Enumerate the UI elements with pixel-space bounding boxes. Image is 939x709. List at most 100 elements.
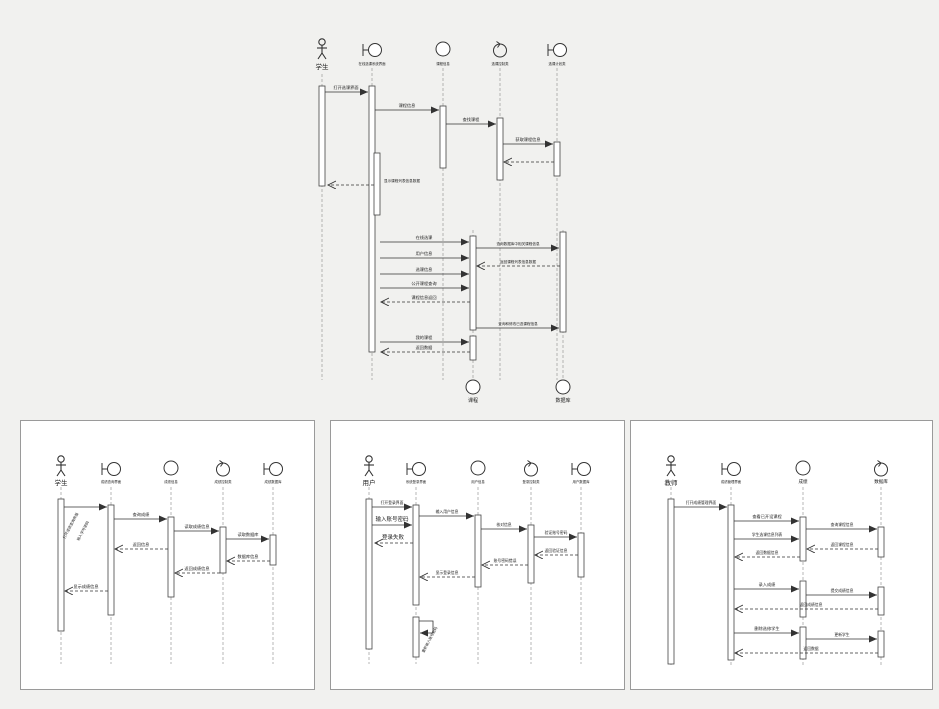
message-label: 返回课程列表信息数据 [500,259,536,264]
activation-bar [107,504,115,616]
entity-icon [470,460,486,476]
activation-bar [474,514,482,588]
message-label: 我的课程 [416,334,434,341]
lifeline-label: 系统登录界面 [406,479,427,484]
message-label: 获取课程信息 [515,136,540,143]
sequence-diagram-grade-query: 打开成绩查询界面 输入学号密码 查询成绩 读取成绩信息 读取数据库 返回信息 数… [55,455,283,664]
entity-icon [795,460,811,476]
message-label: 返回信息 [133,541,150,548]
activation-bar [799,580,807,618]
lifeline-label: 课程信息 [436,61,450,66]
lifeline-label: 成绩控制类 [215,479,233,484]
message-label: 显示课程列表信息数据 [384,178,420,183]
lifeline-label: 成绩数据库 [265,479,283,484]
message-label: 输入学号密码 [75,520,90,542]
message-label: 删除选修学生 [754,625,779,632]
message-label: 查询成绩 [133,511,151,518]
activation-bar [469,335,477,361]
lifeline-label: 用户信息 [471,479,485,484]
activation-bar [496,117,504,181]
message-label: 打开登录界面 [381,500,404,505]
entity-icon [465,379,481,395]
control-icon [493,41,507,58]
panel-teacher-grade-management: 打开成绩管理界面 查看已开设课程 查询课程信息 学生选课信息列表 返回课程信息 … [630,420,933,690]
lifeline-label: 在线选课系统界面 [358,61,386,66]
activation-bar [269,534,277,566]
message-label: 课程信息 [399,102,416,109]
message-label: 查看已开设课程 [752,513,782,520]
activation-bar [318,85,326,187]
message-label: 读取数据库 [238,531,259,538]
message-label: 核对信息 [496,522,511,527]
actor-icon [55,455,67,477]
activation-bar [799,516,807,562]
lifeline-label: 登录控制类 [523,479,541,484]
sequence-diagram-teacher: 打开成绩管理界面 查看已开设课程 查询课程信息 学生选课信息列表 返回课程信息 … [665,455,888,666]
actor-icon [665,455,677,477]
control-icon [874,460,888,477]
message-label: 打开成绩管理界面 [686,500,717,505]
boundary-icon [721,462,741,476]
boundary-icon [547,43,567,57]
activation-bar [553,141,561,177]
message-label: 学生选课信息列表 [752,532,783,537]
lifeline-label: 数据库 [874,478,888,485]
lifeline-label: 学生 [55,478,69,487]
activation-bar [469,235,477,331]
message-label: 返回成绩信息 [800,602,823,607]
activation-bar [57,498,65,632]
message-label: 录入成绩 [759,581,777,588]
entity-icon [435,41,451,57]
message-label: 查询数据库中相关课程信息 [496,241,540,246]
message-label: 读取成绩信息 [184,523,209,530]
activation-bar [799,626,807,660]
message-label: 显示成绩信息 [73,583,98,590]
message-label: 重新输入账号密码 [420,625,438,653]
lifeline-label: 教师 [665,478,679,487]
activation-bar [412,616,420,658]
lifeline-label: 成绩管理界面 [721,479,742,484]
object-label: 数据库 [555,397,570,404]
message-label: 输入用户信息 [436,509,459,514]
message-label: 查询和修改已选课程信息 [498,321,538,326]
self-message-arrow [419,620,434,637]
boundary-icon [263,462,283,476]
control-icon [524,460,538,477]
activation-bar [365,498,373,650]
message-label: 公开课程查询 [411,280,436,287]
activation-bar [577,532,585,578]
activation-bar [439,105,447,169]
boundary-icon [101,462,121,476]
message-label: 返回成绩信息 [184,565,209,572]
control-icon [216,460,230,477]
message-label: 返回验证信息 [545,548,568,553]
activation-bar [527,524,535,584]
message-label: 打开选课界面 [333,84,358,91]
activation-bar [667,498,675,665]
activation-bar [373,152,381,216]
message-label: 返回数据 [803,646,818,651]
activation-bar [559,231,567,333]
lifeline-label: 用户数据库 [573,479,591,484]
panel-user-login: 打开登录界面 输入账号密码 登录失败 输入用户信息 核对信息 验证账号密码 返回… [330,420,625,690]
activation-bar [727,504,735,661]
activation-bar [877,630,885,658]
lifeline-label: 用户 [363,478,376,487]
message-label: 显示登录信息 [436,570,459,575]
activation-bar [219,526,227,574]
activation-bar [412,504,420,606]
lifeline-label: 选课控制类 [492,61,510,66]
lifeline-label: 学生 [316,62,330,71]
message-label: 登录失败 [382,533,405,541]
message-label: 查询课程信息 [831,522,854,527]
entity-icon [555,379,571,395]
message-label: 提交成绩信息 [831,588,854,593]
message-label: 返回数据 [416,344,433,351]
actor-icon [363,455,375,477]
object-label: 课程 [468,397,478,404]
message-label: 返回课程信息 [831,542,854,547]
boundary-icon [406,462,426,476]
sequence-diagram-login: 打开登录界面 输入账号密码 登录失败 输入用户信息 核对信息 验证账号密码 返回… [363,455,591,664]
message-label: 验证账号密码 [545,530,568,535]
sequence-diagram-course-selection: 打开选课界面 课程信息 查找课程 获取课程信息 显示课程列表信息数据 在线选课 … [316,38,571,404]
